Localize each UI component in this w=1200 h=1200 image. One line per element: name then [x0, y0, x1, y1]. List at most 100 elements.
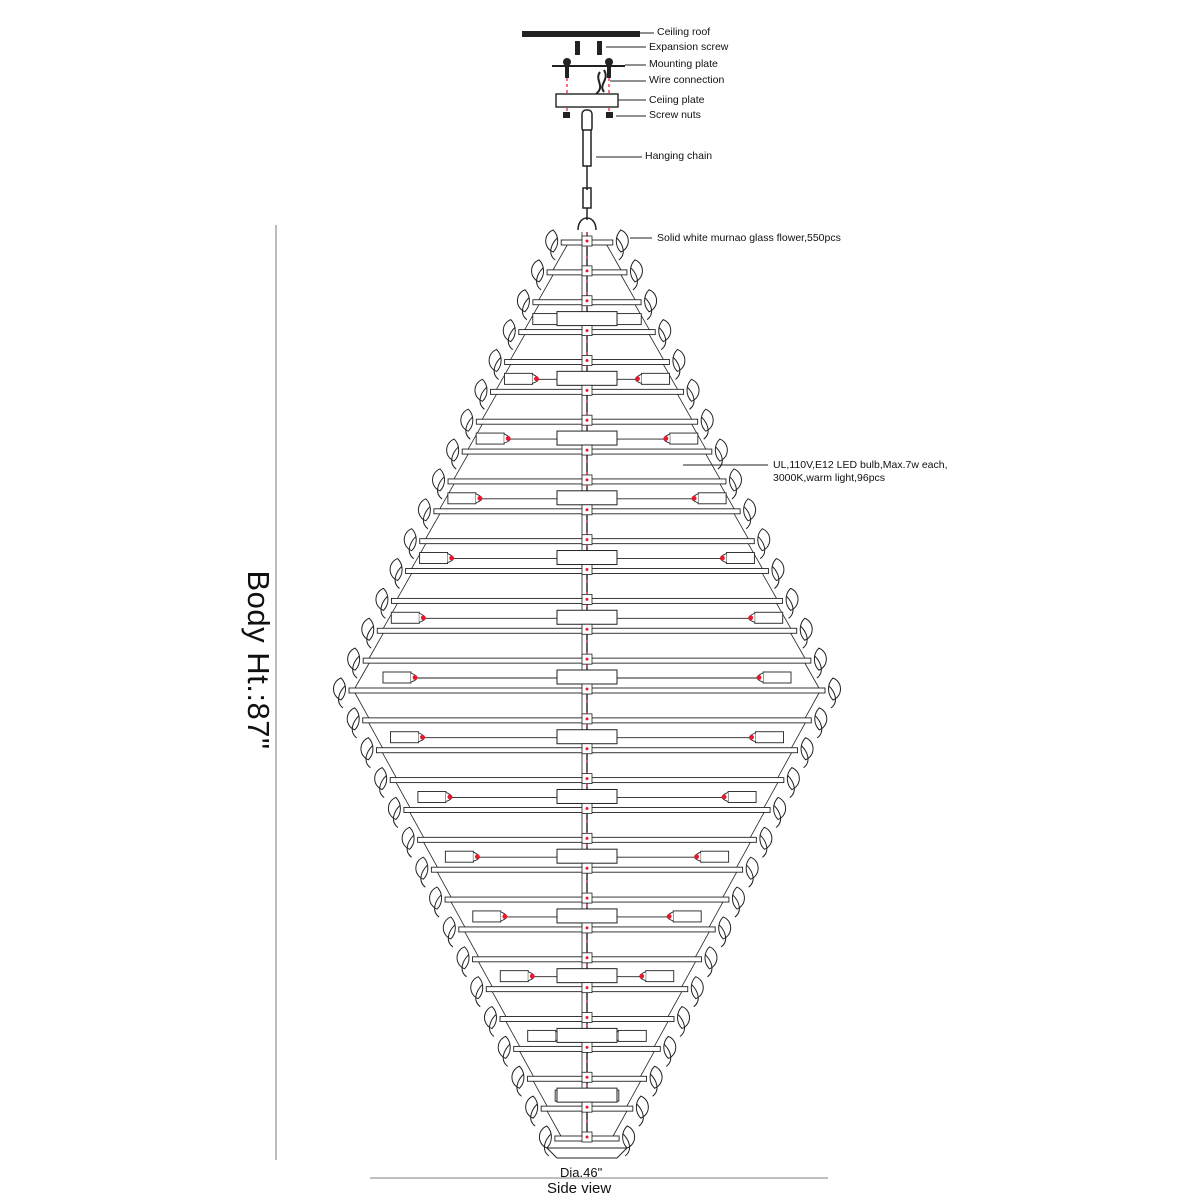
rod-connector-dot	[585, 478, 589, 482]
glass-flower	[743, 498, 757, 522]
glass-flower	[516, 289, 530, 313]
glass-flower-petal	[365, 745, 373, 769]
glass-flower-petal	[677, 1014, 685, 1037]
glass-flower-petal	[772, 566, 780, 589]
bulb-socket	[390, 611, 420, 624]
bulb-socket	[390, 731, 419, 744]
hub-box	[556, 430, 618, 446]
bulb-filament	[447, 794, 453, 800]
frame-line	[777, 752, 792, 778]
hub-box	[556, 908, 618, 924]
glass-flower-petal	[705, 954, 713, 978]
frame-line	[620, 274, 636, 300]
bulb-filament	[474, 854, 480, 860]
bulb-filament	[691, 495, 697, 501]
glass-flower-petal	[451, 446, 459, 470]
hub-box	[556, 1087, 618, 1103]
glass-flower-petal	[732, 894, 740, 918]
frame-line	[496, 364, 511, 390]
bulb-filament	[721, 794, 727, 800]
ceiling-plate	[555, 93, 619, 108]
hub-box	[556, 968, 618, 984]
glass-flower-petal	[543, 1133, 552, 1157]
glass-flower	[785, 587, 799, 611]
glass-flower	[799, 617, 813, 641]
frame-line	[648, 334, 664, 360]
frame-line	[722, 872, 737, 898]
hub-box	[556, 311, 618, 327]
frame-line	[640, 1051, 655, 1077]
frame-line	[450, 901, 466, 928]
glass-flower	[403, 528, 417, 552]
glass-flower	[429, 886, 443, 910]
glass-flower	[442, 916, 456, 940]
bulb-socket	[754, 611, 784, 624]
bulb-socket	[417, 791, 447, 803]
hub-box	[556, 729, 618, 745]
glass-flower-petal	[338, 685, 346, 709]
glass-flower-petal	[516, 1073, 524, 1097]
hub-box	[556, 550, 618, 566]
glass-flower-petal	[406, 834, 414, 858]
bulb-filament	[749, 734, 754, 740]
glass-flower-petal	[394, 566, 402, 589]
label-expansion-screw: Expansion screw	[649, 41, 729, 53]
glass-flower-petal	[352, 655, 360, 679]
rod-connector-dot	[585, 1075, 589, 1079]
glass-flower	[474, 378, 488, 402]
rod-connector-dot	[585, 896, 589, 900]
bulb-filament	[502, 914, 508, 919]
frame-line	[425, 513, 441, 539]
glass-flower-petal	[493, 357, 501, 380]
glass-flower	[401, 826, 415, 850]
frame-line	[354, 662, 370, 689]
rod-connector-dot	[585, 866, 589, 870]
glass-flower	[814, 707, 828, 731]
glass-flower	[525, 1095, 539, 1119]
rod-connector-dot	[585, 986, 589, 990]
bulb-filament	[720, 555, 725, 561]
glass-flower	[771, 557, 785, 582]
frame-line	[750, 812, 765, 838]
glass-flower-petal	[630, 267, 638, 291]
bottom-finial	[545, 1147, 629, 1159]
glass-flower-petal	[718, 924, 727, 948]
body-height-label: Body Ht.:87"	[241, 570, 276, 750]
glass-flower-petal	[379, 775, 387, 798]
bulb-socket	[527, 1029, 557, 1042]
hub-box	[556, 669, 618, 685]
hub-box	[556, 370, 618, 386]
glass-flower-petal	[521, 297, 530, 321]
hub-box	[556, 788, 618, 804]
glass-flower	[483, 1005, 497, 1030]
glass-flower	[347, 647, 361, 671]
glass-flower-petal	[536, 267, 544, 291]
glass-flower	[757, 528, 771, 552]
glass-flower	[502, 319, 516, 343]
glass-flower	[828, 677, 841, 701]
glass-flower	[644, 289, 658, 313]
glass-flower	[663, 1035, 677, 1059]
frame-line	[354, 692, 370, 719]
glass-flower	[432, 468, 446, 492]
bulb-filament	[477, 495, 483, 501]
rod-connector-dot	[585, 1105, 589, 1109]
bulb-socket	[727, 791, 757, 803]
label-mounting-plate: Mounting plate	[649, 58, 718, 70]
diameter-label: Dia.46"	[560, 1165, 603, 1180]
glass-flower-petal	[800, 625, 808, 649]
glass-flower	[374, 767, 388, 791]
bulb-filament	[694, 854, 700, 860]
glass-flower	[333, 677, 346, 701]
hub-box	[556, 1027, 618, 1043]
glass-flower	[786, 767, 800, 791]
glass-flower	[635, 1095, 649, 1119]
frame-line	[439, 483, 455, 509]
frame-line	[804, 692, 820, 719]
bulb-filament	[529, 973, 535, 979]
glass-flower	[813, 647, 827, 671]
bulb-socket	[444, 850, 474, 863]
glass-flower-petal	[420, 864, 428, 888]
glass-flower	[375, 587, 389, 611]
